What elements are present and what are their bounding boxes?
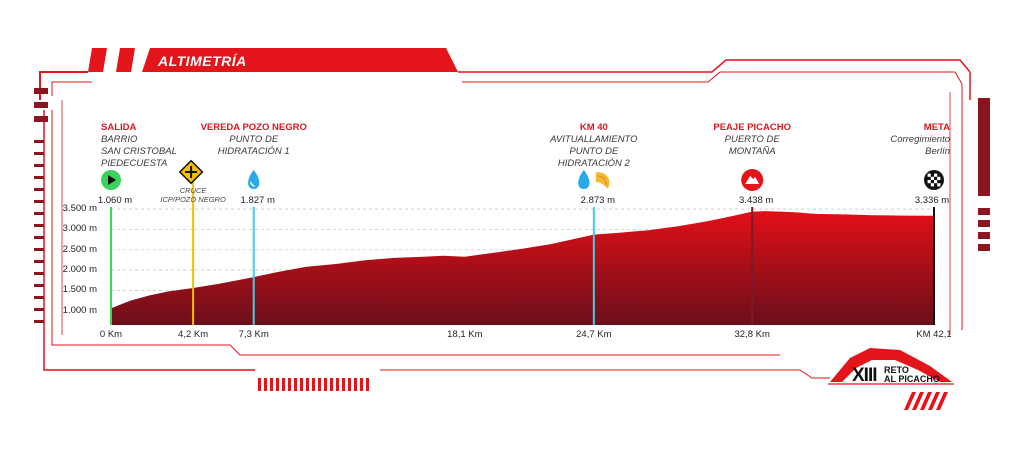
x-tick-label: 24,7 Km bbox=[576, 329, 612, 340]
y-tick-label: 3.500 m bbox=[62, 203, 97, 215]
x-tick-label: 18,1 Km bbox=[447, 329, 483, 340]
waypoint-elevation: 1.060 m bbox=[97, 195, 133, 206]
logo-line2: AL PICACHO bbox=[884, 374, 940, 384]
waypoint-description-line: PIEDECUESTA bbox=[101, 158, 168, 169]
slanted-stripes bbox=[904, 392, 948, 410]
waypoint-title: VEREDA POZO NEGRO bbox=[200, 122, 307, 133]
junction-label-line: ICP/POZO NEGRO bbox=[160, 195, 226, 204]
play-icon bbox=[101, 170, 121, 190]
barcode-stripes bbox=[258, 378, 369, 391]
y-tick-label: 1.000 m bbox=[62, 304, 97, 316]
x-tick-label: 0 Km bbox=[99, 329, 123, 340]
logo-line1: RETO bbox=[884, 365, 909, 375]
waypoint-description-line: SAN CRISTOBAL bbox=[101, 146, 177, 157]
waypoint-description-line: PUNTO DE bbox=[229, 134, 279, 145]
y-tick-label: 2.000 m bbox=[62, 264, 97, 276]
water-banana-icon bbox=[578, 170, 610, 189]
right-blocks bbox=[978, 98, 990, 251]
y-tick-label: 1.500 m bbox=[62, 284, 97, 296]
waypoint-elevation: 1.827 m bbox=[240, 195, 275, 206]
waypoint-elevation: 2.873 m bbox=[580, 195, 615, 206]
waypoint-title: PEAJE PICACHO bbox=[713, 122, 791, 133]
waypoint-description-line: HIDRATACIÓN 2 bbox=[557, 158, 630, 169]
header-banner bbox=[142, 48, 458, 72]
mountain-icon bbox=[741, 169, 764, 191]
y-tick-label: 2.500 m bbox=[62, 243, 97, 255]
logo-mountain-icon bbox=[830, 348, 952, 382]
logo-roman-numeral: XIII bbox=[852, 365, 877, 386]
waypoint-description-line: HIDRATACIÓN 1 bbox=[217, 146, 290, 157]
checkered-flag-icon bbox=[924, 170, 944, 190]
x-tick-label: 4,2 Km bbox=[178, 329, 209, 340]
y-tick-label: 3.000 m bbox=[62, 223, 97, 235]
waypoint-elevation: 3.336 m bbox=[914, 195, 950, 206]
waypoint-title: KM 40 bbox=[579, 122, 608, 133]
waypoint-title: SALIDA bbox=[101, 122, 137, 133]
chart-overlay bbox=[101, 159, 944, 325]
waypoint-description-line: BARRIO bbox=[101, 134, 138, 145]
waypoint-description-line: AVITUALLAMIENTO bbox=[550, 134, 638, 145]
waypoint-description-line: PUNTO DE bbox=[569, 146, 619, 157]
water-drop-icon bbox=[248, 170, 260, 189]
crossroad-sign-icon bbox=[178, 159, 204, 185]
waypoint-title: META bbox=[923, 122, 950, 133]
elevation-profile-area bbox=[111, 211, 934, 325]
waypoint-description-line: Corregimiento bbox=[890, 134, 950, 145]
x-tick-label: 32,8 Km bbox=[734, 329, 770, 340]
x-tick-label: 7,3 Km bbox=[238, 329, 269, 340]
left-tick-marks bbox=[34, 88, 48, 323]
header-stripe bbox=[116, 48, 135, 72]
waypoint-elevation: 3.438 m bbox=[739, 195, 774, 206]
header-stripe bbox=[88, 48, 107, 72]
header-title: ALTIMETRÍA bbox=[158, 53, 247, 69]
waypoint-description-line: PUERTO DE bbox=[724, 134, 780, 145]
x-tick-label: KM 42,1 bbox=[916, 329, 952, 340]
junction-label-line: CRUCE bbox=[179, 186, 207, 195]
waypoint-description-line: Berlín bbox=[925, 146, 950, 157]
waypoint-description-line: MONTAÑA bbox=[728, 146, 776, 157]
